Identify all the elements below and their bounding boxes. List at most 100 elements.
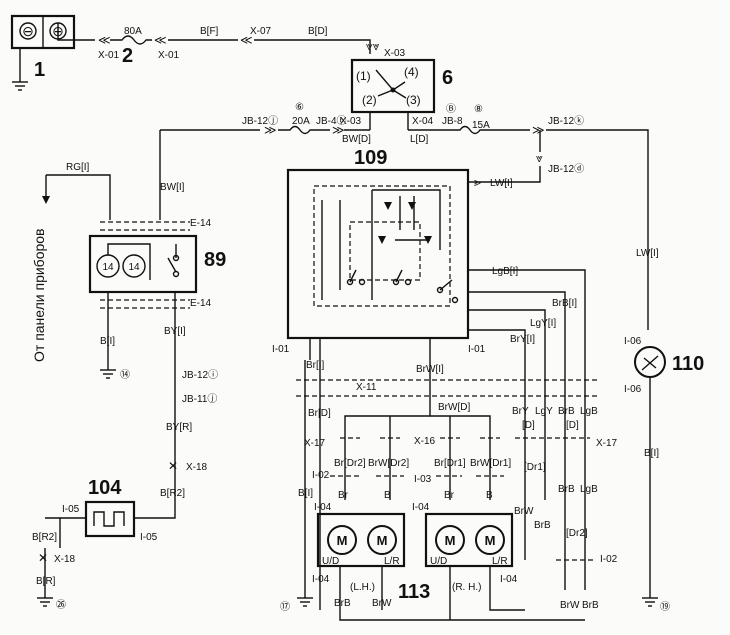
connector-i04-l2: I-04 xyxy=(312,574,330,585)
relay-internal-circuit xyxy=(313,185,459,307)
ground-icon-14 xyxy=(100,369,116,379)
circle-6: ⑥ xyxy=(295,102,304,113)
wire-rgi: RG[I] xyxy=(66,162,90,173)
fuse-15a: 15A xyxy=(472,120,490,131)
connector-i04-r1: I-04 xyxy=(412,502,430,513)
battery-minus: ⊖ xyxy=(22,23,34,39)
motor-label-4: M xyxy=(485,533,496,548)
wire-lgy: LgY xyxy=(535,406,553,417)
ground-19-label: ⑲ xyxy=(660,601,670,613)
connector-jb4b: JB-4ⓑ xyxy=(316,115,347,127)
connector-x04: X-04 xyxy=(412,116,434,127)
connector-x18-top: X-18 xyxy=(186,462,208,473)
connector-x03-top: X-03 xyxy=(384,48,406,59)
connector-i05-right: I-05 xyxy=(140,532,158,543)
intermittent-switch-110 xyxy=(634,346,666,378)
connector-x01-left: X-01 xyxy=(98,50,120,61)
motor-label-2: M xyxy=(377,533,388,548)
motor-ud-2: U/D xyxy=(430,556,447,567)
fuse-80a-label: 80A xyxy=(124,26,142,37)
connector-i02-left: I-02 xyxy=(312,470,330,481)
ground-icon-17 xyxy=(297,597,313,607)
motor-ud-1: U/D xyxy=(322,556,339,567)
wire-brw-bot: BrW xyxy=(372,598,392,609)
motor-side-rh: (R. H.) xyxy=(452,582,481,593)
switch-pin-1: (1) xyxy=(356,69,371,83)
wire-br2: B[R2] xyxy=(160,488,185,499)
svg-text:⩔: ⩔ xyxy=(536,151,543,165)
connector-i06-bot: I-06 xyxy=(624,384,642,395)
svg-text:≪: ≪ xyxy=(240,33,253,47)
wire-bi-89: B[I] xyxy=(100,336,115,347)
fuse-20a: 20A xyxy=(292,116,310,127)
svg-text:≫: ≫ xyxy=(532,123,545,137)
wire-dr1-tag: [Dr1] xyxy=(524,462,546,473)
connector-i01-left: I-01 xyxy=(272,344,290,355)
wire-bi-right: B[I] xyxy=(644,448,659,459)
wire-br-m1: Br xyxy=(338,490,349,501)
wire-brdr1: Br[Dr1] xyxy=(434,458,466,469)
wire-br2b: B[R2] xyxy=(32,532,57,543)
wire-lgb-low: LgB xyxy=(580,484,598,495)
ground-icon-battery xyxy=(12,81,28,91)
timer-unit-number: 104 xyxy=(88,477,122,499)
switch-pin-2: (2) xyxy=(362,93,377,107)
svg-text:≪: ≪ xyxy=(98,33,111,47)
wire-lwi-top: LW[I] xyxy=(490,178,513,189)
wire-bwi: BW[I] xyxy=(160,182,185,193)
wire-byi: BY[I] xyxy=(164,326,186,337)
connector-x03-bot: X-03 xyxy=(340,116,362,127)
side-note-dashboard: От панели приборов xyxy=(31,229,47,363)
wire-ld: L[D] xyxy=(410,134,429,145)
svg-text:✕: ✕ xyxy=(38,551,48,565)
wire-b-m2: B xyxy=(486,490,493,501)
ground-icon-19 xyxy=(642,597,658,607)
ground-14-label: ⑭ xyxy=(120,369,130,381)
connector-jb12i: JB-12ⓘ xyxy=(182,369,218,381)
wiper-motor-rh xyxy=(424,512,514,568)
ground-26-label: ㉖ xyxy=(56,599,66,611)
relay-unit-number: 109 xyxy=(354,147,387,169)
ignition-switch: (1) (2) (3) (4) xyxy=(350,58,436,114)
wire-brwdr2: BrW[Dr2] xyxy=(368,458,409,469)
fuse-block-number: 2 xyxy=(122,45,133,67)
svg-text:⩔⩔: ⩔⩔ xyxy=(366,39,380,53)
connector-i04-r2: I-04 xyxy=(500,574,518,585)
connector-e14-top: E-14 xyxy=(190,218,212,229)
wire-brb-bot: BrB xyxy=(334,598,351,609)
wire-bry: BrY xyxy=(512,406,529,417)
wire-b-m1: B xyxy=(384,490,391,501)
connector-x11: X-11 xyxy=(356,382,377,393)
wiper-motor-lh xyxy=(316,512,406,568)
wire-lgbi: LgB[I] xyxy=(492,266,518,277)
connector-jb12j: JB-12ⓙ xyxy=(242,115,278,127)
wiper-motors-number: 113 xyxy=(398,581,430,603)
connector-x07: X-07 xyxy=(250,26,272,37)
wire-brwdr1: BrW[Dr1] xyxy=(470,458,511,469)
switch-pin-3: (3) xyxy=(406,93,421,107)
wire-brb-mid: BrB xyxy=(534,520,551,531)
wire-d1: [D] xyxy=(522,420,535,431)
connector-x16: X-16 xyxy=(414,436,436,447)
connector-x18-bot: X-18 xyxy=(54,554,76,565)
wire-br: B[R] xyxy=(36,576,56,587)
ground-icon-26 xyxy=(37,597,53,607)
timer-unit-104 xyxy=(84,500,136,538)
connector-e14-bot: E-14 xyxy=(190,298,212,309)
wire-d2: [D] xyxy=(566,420,579,431)
wire-brb-bot2: BrB xyxy=(582,600,599,611)
connector-jb11j: JB-11ⓙ xyxy=(182,393,217,405)
indicator-unit-89 xyxy=(88,234,198,294)
wire-br-m2: Br xyxy=(444,490,455,501)
svg-text:≪: ≪ xyxy=(154,33,167,47)
wire-brw-bot2: BrW xyxy=(560,600,580,611)
wire-bri: Br[I] xyxy=(306,360,325,371)
battery: ⊖ ⊕ xyxy=(10,14,76,50)
connector-jb12k: JB-12ⓚ xyxy=(548,115,584,127)
circle-8a: ⑧ xyxy=(474,104,483,115)
motor-lr-2: L/R xyxy=(492,556,508,567)
intermittent-switch-number: 110 xyxy=(672,353,704,375)
wire-lgyi: LgY[I] xyxy=(530,318,556,329)
svg-text:≫: ≫ xyxy=(332,123,345,137)
